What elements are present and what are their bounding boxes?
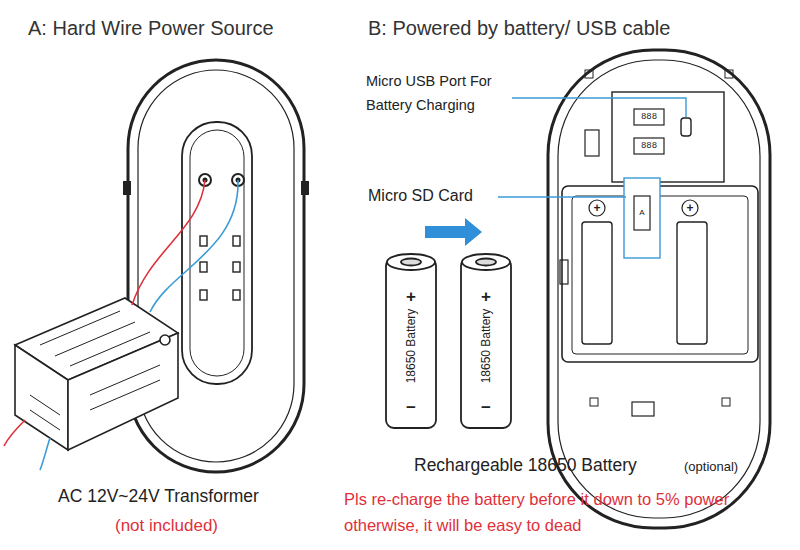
polarity-mark: + <box>686 201 693 215</box>
leader-lines <box>498 98 686 197</box>
battery-label: 18650 Battery <box>479 309 493 384</box>
callout-label: Micro SD Card <box>368 186 473 205</box>
polarity-mark: + <box>593 201 600 215</box>
polarity-mark: − <box>481 398 491 418</box>
caption-note: (not included) <box>115 516 218 536</box>
callout-label: Micro USB Port For Battery Charging <box>366 70 516 118</box>
card-mark: A <box>639 208 644 218</box>
polarity-mark: + <box>406 287 416 307</box>
caption-label: AC 12V~24V Transformer <box>58 486 259 507</box>
wires <box>4 180 238 470</box>
display-digits: 888 <box>641 141 657 152</box>
warning-note: Pls re-charge the battery before it down… <box>344 486 764 539</box>
polarity-mark: − <box>406 398 416 418</box>
caption-label: Rechargeable 18650 Battery <box>414 455 637 476</box>
display-digits: 888 <box>641 112 657 123</box>
section-heading: A: Hard Wire Power Source <box>28 16 274 40</box>
insert-arrow <box>425 218 482 246</box>
battery-label: 18650 Battery <box>404 309 418 384</box>
caption-note: (optional) <box>684 459 738 475</box>
polarity-mark: + <box>481 287 491 307</box>
section-heading: B: Powered by battery/ USB cable <box>368 16 670 40</box>
batteries <box>386 254 511 428</box>
transformer <box>15 298 178 450</box>
